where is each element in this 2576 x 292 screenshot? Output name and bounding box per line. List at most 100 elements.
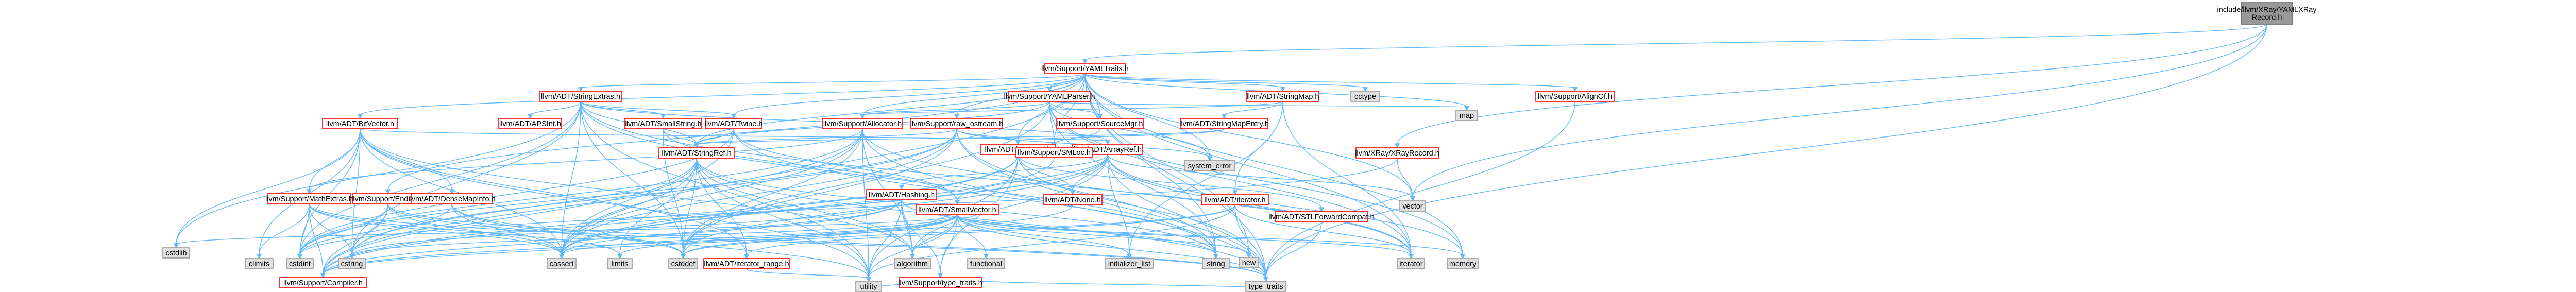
node-yamlparser[interactable]: llvm/Support/YAMLParser.h <box>1004 91 1095 102</box>
node-box <box>822 118 903 129</box>
edge-smallvector-to-memory <box>957 214 1465 260</box>
edge-stlforward-to-typetraits <box>1263 221 1322 282</box>
edge-typetraits_h-to-typetraits <box>940 277 1268 292</box>
node-smallvector[interactable]: llvm/ADT/SmallVector.h <box>916 204 999 215</box>
node-label: limits <box>611 260 628 268</box>
node-hashing[interactable]: llvm/ADT/Hashing.h <box>866 189 937 200</box>
edge-yamltraits-to-stringmap <box>1084 73 1285 92</box>
node-stringextras[interactable]: llvm/ADT/StringExtras.h <box>539 91 622 102</box>
edge-smallvector-to-cstddef <box>681 214 958 260</box>
node-box <box>498 118 562 129</box>
edge-allocator-to-mathextras <box>307 128 863 195</box>
node-label: iterator <box>1399 260 1422 268</box>
node-mathextras[interactable]: llvm/Support/MathExtras.h <box>265 193 353 204</box>
node-initlist: initializer_list <box>1105 258 1154 269</box>
node-label: llvm/ADT/Twine.h <box>705 120 763 128</box>
edge-iteratorrange-to-utility <box>746 268 871 282</box>
node-none[interactable]: llvm/ADT/None.h <box>1043 194 1103 205</box>
node-box <box>1350 91 1380 102</box>
node-stringmapentry[interactable]: llvm/ADT/StringMapEntry.h <box>1179 118 1269 129</box>
edge-stringextras-to-cassert <box>559 101 581 260</box>
node-box <box>1044 63 1126 74</box>
node-map: map <box>1455 110 1478 121</box>
node-box <box>1201 194 1269 205</box>
node-cstring: cstring <box>338 258 366 269</box>
node-box <box>855 281 882 292</box>
node-label: functional <box>970 260 1002 268</box>
node-label: llvm/Support/SMLoc.h <box>1018 149 1091 157</box>
edge-hashing-to-cstring <box>349 199 902 260</box>
node-box <box>162 247 190 259</box>
edge-optional-to-none <box>1018 154 1075 196</box>
edge-arrayref-to-vector <box>1107 154 1415 202</box>
node-label: llvm/ADT/None.h <box>1044 196 1101 204</box>
edge-smallvector-to-cassert <box>559 214 958 260</box>
node-typetraits_h[interactable]: llvm/Support/type_traits.h <box>898 277 982 288</box>
node-label: llvm/Support/raw_ostream.h <box>910 120 1004 128</box>
node-box <box>899 277 982 288</box>
node-bitvector[interactable]: llvm/ADT/BitVector.h <box>322 118 398 129</box>
edge-arrayref-to-hashing <box>899 154 1108 191</box>
edge-hashing-to-cassert <box>559 199 902 260</box>
node-endian[interactable]: llvm/Support/Endian.h <box>351 193 425 204</box>
node-box <box>668 258 698 269</box>
node-allocator[interactable]: llvm/Support/Allocator.h <box>822 118 903 129</box>
node-box <box>1202 258 1230 269</box>
edge-stringmapentry-to-stringref <box>694 128 1225 149</box>
node-cstdlib: cstdlib <box>162 247 190 259</box>
node-label: llvm/Support/MathExtras.h <box>265 195 353 203</box>
node-cassert: cassert <box>547 258 577 269</box>
node-rawostream[interactable]: llvm/Support/raw_ostream.h <box>910 118 1004 129</box>
node-label: type_traits <box>1249 283 1283 291</box>
node-xrayrecord[interactable]: llvm/XRay/XRayRecord.h <box>1355 147 1439 159</box>
edge-yamltraits-to-stringextras <box>578 73 1086 92</box>
node-compiler[interactable]: llvm/Support/Compiler.h <box>279 277 367 288</box>
node-box <box>658 147 735 159</box>
node-label: llvm/ADT/StringMap.h <box>1246 93 1319 101</box>
node-label: llvm/ADT/SmallString.h <box>624 120 701 128</box>
edge-bitvector-to-arrayref <box>360 128 1110 145</box>
node-iteratorrange[interactable]: llvm/ADT/iterator_range.h <box>703 258 790 269</box>
node-iterator[interactable]: llvm/ADT/iterator.h <box>1201 194 1269 205</box>
node-apsint[interactable]: llvm/ADT/APSInt.h <box>498 118 562 129</box>
node-algorithm: algorithm <box>894 258 931 269</box>
node-densemapinfo[interactable]: llvm/ADT/DenseMapInfo.h <box>408 193 496 204</box>
edge-stringmap-to-stringmapentry <box>1222 101 1283 119</box>
edge-iterator-to-typetraits <box>1234 204 1268 282</box>
edge-twine-to-stringref <box>694 128 734 149</box>
node-label: llvm/Support/Compiler.h <box>283 279 363 287</box>
edge-smallvector-to-utility <box>866 214 958 282</box>
edge-yamltraits-to-bitvector <box>358 73 1086 119</box>
node-label: string <box>1207 260 1225 268</box>
node-box <box>411 193 493 204</box>
node-box <box>245 258 274 269</box>
node-box <box>607 258 633 269</box>
node-stringref[interactable]: llvm/ADT/StringRef.h <box>658 147 735 159</box>
edge-mathextras-to-climits <box>257 203 310 260</box>
node-box <box>279 277 367 288</box>
edge-yamltraits-to-alignof <box>1084 73 1578 92</box>
node-smloc[interactable]: llvm/Support/SMLoc.h <box>1015 147 1093 158</box>
node-utility: utility <box>855 281 882 292</box>
node-label: cstdint <box>289 260 311 268</box>
node-label: cstddef <box>671 260 696 268</box>
node-label: llvm/Support/YAMLTraits.h <box>1041 65 1129 73</box>
node-smallstring[interactable]: llvm/ADT/SmallString.h <box>624 118 702 129</box>
node-cstdint: cstdint <box>286 258 314 269</box>
node-yamltraits[interactable]: llvm/Support/YAMLTraits.h <box>1041 63 1129 74</box>
edge-alignof-to-typetraits <box>1263 101 1575 282</box>
node-sourcemgr[interactable]: llvm/Support/SourceMgr.h <box>1056 118 1144 129</box>
node-cctype: cctype <box>1350 91 1380 102</box>
node-twine[interactable]: llvm/ADT/Twine.h <box>705 118 763 129</box>
edge-bitvector-to-mathextras <box>307 128 361 195</box>
node-alignof[interactable]: llvm/Support/AlignOf.h <box>1535 91 1615 102</box>
node-label: llvm/Support/Allocator.h <box>823 120 902 128</box>
node-box <box>539 91 622 102</box>
node-stlforward[interactable]: llvm/ADT/STLForwardCompat.h <box>1268 211 1375 222</box>
node-label: algorithm <box>897 260 928 268</box>
node-stringmap[interactable]: llvm/ADT/StringMap.h <box>1246 91 1319 102</box>
edge-stringmap-to-allocator <box>860 101 1283 119</box>
